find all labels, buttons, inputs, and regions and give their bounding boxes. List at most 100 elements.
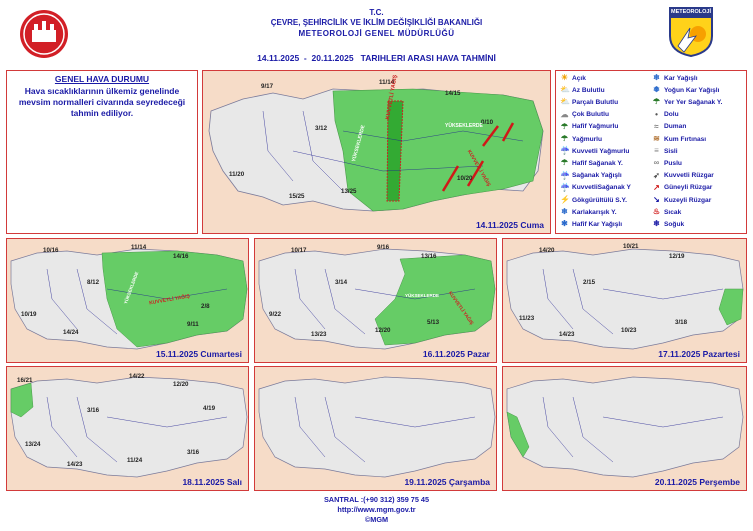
temp-label: 10/17: [291, 247, 307, 254]
date-label-day2: 15.11.2025 Cumartesi: [155, 349, 242, 359]
legend-label: Sisli: [664, 147, 678, 155]
temp-label: 9/11: [187, 321, 199, 328]
legend-item: ❄ Kar Yağışlı: [652, 73, 698, 82]
temp-label: 4/19: [203, 405, 216, 412]
local-shower-icon: ☂: [652, 97, 661, 107]
fog-icon: ≡: [654, 146, 659, 156]
temp-label: 13/16: [421, 253, 437, 260]
temp-label: 15/25: [289, 193, 305, 200]
date-label-day4: 17.11.2025 Pazartesi: [658, 349, 740, 359]
thunder-icon: ⚡: [560, 195, 570, 204]
legend-label: Gökgürültülü S.Y.: [572, 196, 627, 204]
mgm-logo: METEOROLOJİ: [668, 6, 714, 58]
legend-label: Yoğun Kar Yağışlı: [664, 86, 720, 94]
temp-label: 12/20: [375, 327, 391, 334]
temp-label: 14/15: [445, 90, 461, 97]
hail-icon: •: [655, 109, 658, 119]
temp-label: 12/20: [173, 381, 189, 388]
rain-icon: ☂: [560, 134, 569, 143]
forecast-map-day7: 20.11.2025 Perşembe: [502, 366, 747, 491]
temp-label: 10/20: [457, 175, 473, 182]
general-title: GENEL HAVA DURUMU: [54, 74, 150, 84]
date-label-day1: 14.11.2025 Cuma: [475, 220, 544, 230]
light-snow-icon: ✱: [561, 219, 568, 229]
temp-label: 11/20: [229, 171, 245, 178]
legend-item: ↘Kuzeyli Rüzgar: [652, 196, 711, 204]
temp-label: 11/14: [379, 79, 395, 86]
forecast-map-day6: 19.11.2025 Çarşamba: [254, 366, 497, 491]
temp-label: 12/19: [669, 253, 685, 260]
legend-label: Parçalı Bulutlu: [572, 98, 619, 106]
turkey-map-day1: [208, 88, 544, 212]
legend-item: ☂Yağmurlu: [560, 135, 602, 143]
heavy-snow-icon: ❅: [653, 85, 660, 95]
legend-label: Kuzeyli Rüzgar: [664, 196, 712, 204]
date-label-day7: 20.11.2025 Perşembe: [654, 477, 740, 487]
footer-copyright: ©MGM: [364, 515, 389, 524]
general-weather-box: GENEL HAVA DURUMU Hava sıcaklıklarının ü…: [6, 70, 198, 234]
temp-label: 14/23: [67, 461, 83, 468]
sun-icon: ☀: [560, 73, 569, 82]
temp-label: 14/16: [173, 253, 189, 260]
legend-label: Yağmurlu: [572, 135, 603, 143]
legend-item: ☔KuvvetliSağanak Y: [560, 182, 631, 192]
legend-label: Puslu: [664, 159, 682, 167]
temp-label: 11/24: [127, 457, 143, 464]
legend-label: Dolu: [664, 111, 679, 119]
forecast-map-day3: 10/17 9/16 13/16 3/14 9/22 13/23 12/20 5…: [254, 238, 497, 363]
legend-label: Kar Yağışlı: [664, 74, 698, 82]
temp-label: 0/10: [481, 119, 494, 126]
snow-icon: ❄: [653, 73, 660, 82]
sleet-icon: ❄: [561, 207, 568, 217]
legend-label: Sıcak: [664, 208, 682, 216]
temp-label: 5/13: [427, 319, 440, 326]
legend-label: Güneyli Rüzgar: [664, 184, 713, 192]
temp-label: 3/18: [675, 319, 688, 326]
header-line2: ÇEVRE, ŞEHİRCİLİK VE İKLİM DEĞİŞİKLİĞİ B…: [270, 18, 483, 27]
footer-web-link[interactable]: http://www.mgm.gov.tr: [337, 505, 416, 514]
legend-label: Karlakarışık Y.: [572, 208, 617, 216]
temp-label: 11/23: [519, 315, 535, 322]
legend-label: Kum Fırtınası: [664, 135, 707, 143]
legend-label: Hafif Sağanak Y.: [572, 159, 623, 167]
legend-item: ↗Güneyli Rüzgar: [652, 183, 713, 192]
turkey-map-day4: [506, 248, 744, 350]
heavy-shower-icon: ☔: [560, 182, 570, 192]
temp-label: 3/12: [315, 125, 328, 132]
legend-label: KuvvetliSağanak Y: [572, 184, 631, 192]
legend-label: Yer Yer Sağanak Y.: [664, 98, 723, 106]
rain-label: YÜKSEKLERDE: [445, 123, 483, 129]
legend-item: ☔Kuvvetli Yağmurlu: [560, 147, 629, 155]
temp-label: 3/16: [87, 407, 100, 414]
legend-item: ❄Soğuk: [652, 220, 684, 228]
legend-label: Duman: [664, 123, 687, 131]
legend-item: ☁Çok Bulutlu: [560, 110, 610, 119]
legend-item: ✱Hafif Kar Yağışlı: [560, 220, 622, 228]
temp-label: 2/8: [201, 303, 210, 310]
temp-label: 14/23: [559, 331, 575, 338]
header-line3: METEOROLOJİ GENEL MÜDÜRLÜĞÜ: [298, 29, 455, 38]
rain-label: YÜKSEKLERDE: [405, 293, 440, 298]
sun-cloud-icon: ⛅: [560, 85, 570, 95]
legend-item: ☂Yer Yer Sağanak Y.: [652, 97, 723, 107]
hot-icon: ♨: [652, 207, 661, 217]
turkey-map-day7: [506, 376, 744, 478]
cold-icon: ❄: [653, 219, 660, 229]
legend-label: Az Bulutlu: [572, 86, 605, 94]
legend-item: ⛅Parçalı Bulutlu: [560, 98, 618, 106]
temp-label: 14/24: [63, 329, 79, 336]
haze-icon: ∞: [653, 158, 660, 168]
legend-item: ⛅Az Bulutlu: [560, 86, 605, 94]
temp-label: 2/15: [583, 279, 596, 286]
legend-item: ➶Kuvvetli Rüzgar: [652, 171, 714, 180]
legend-label: Sağanak Yağışlı: [572, 172, 622, 180]
legend-item: ❅ Yoğun Kar Yağışlı: [652, 86, 719, 94]
legend-label: Çok Bulutlu: [572, 111, 609, 119]
legend-item: ♨Sıcak: [652, 208, 681, 216]
legend-item: ☂Hafif Yağmurlu: [560, 122, 619, 131]
legend-item: ≋Kum Fırtınası: [652, 135, 706, 143]
date-label-day5: 18.11.2025 Salı: [182, 477, 242, 487]
forecast-map-day5: 16/21 14/22 12/20 3/16 4/19 13/24 14/23 …: [6, 366, 249, 491]
partly-cloudy-icon: ⛅: [560, 97, 570, 107]
turkey-map-day3: [258, 248, 496, 350]
